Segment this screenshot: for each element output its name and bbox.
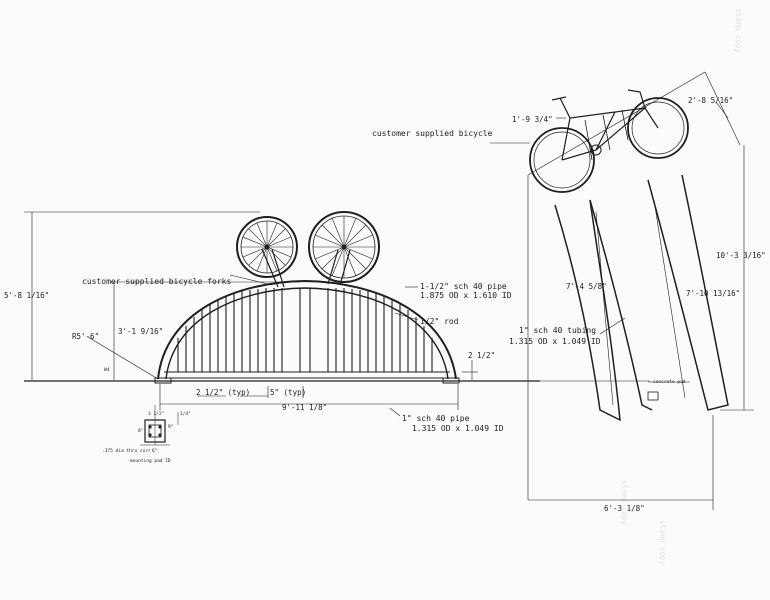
left-leg-dimension: 7'-4 5/8" xyxy=(566,282,607,291)
side-elevation-rack xyxy=(554,174,729,422)
concrete-pad-block xyxy=(647,391,659,401)
right-leg-dimension: 7'-10 13/16" xyxy=(686,289,740,298)
rise-dimension: 3'-1 9/16" xyxy=(118,327,163,336)
mounting-pad-note: mounting pad ID xyxy=(130,458,171,464)
mounting-pad-detail xyxy=(140,405,179,446)
radius-dimension: R5'-6" xyxy=(72,332,99,341)
pad-dim-b: 1/4" xyxy=(180,411,191,417)
base-width-dimension: 6'-3 1/8" xyxy=(604,504,645,513)
tall-total-dimension: 10'-3 3/16" xyxy=(716,251,766,260)
svg-text:stamp copy: stamp copy xyxy=(734,8,743,54)
arch-bike-rack xyxy=(154,279,460,384)
pad-dim-e: 6" xyxy=(152,448,157,454)
customer-bicycle xyxy=(529,89,689,193)
bike-top-dimension: 1'-9 3/4" xyxy=(512,115,553,124)
height-dimension: 5'-8 1/16" xyxy=(4,291,49,300)
bottom-pipe-label: 1" sch 40 pipe xyxy=(402,414,470,423)
rack-rods xyxy=(177,288,433,372)
spacing-b-dimension: 5" (typ) xyxy=(270,388,306,397)
bicycle-fork-wheels xyxy=(236,211,380,288)
side-dimension-lines xyxy=(490,71,754,510)
pad-dim-c: 9" xyxy=(168,424,173,430)
bicycle-label: customer supplied bicycle xyxy=(372,129,493,138)
base-length-dimension: 9'-11 1/8" xyxy=(282,403,327,412)
pad-dim-d: 8" xyxy=(138,428,143,434)
rod-label: 1/2" rod xyxy=(420,317,459,326)
tubing-label: 1" sch 40 tubing xyxy=(519,326,596,335)
top-pipe-spec: 1.875 OD x 1.610 ID xyxy=(420,291,512,300)
wall-tag: W4 xyxy=(104,367,110,373)
concrete-pad-label: concrete pad xyxy=(653,379,686,385)
bottom-pipe-spec: 1.315 OD x 1.049 ID xyxy=(412,424,504,433)
left-dimension-lines xyxy=(24,211,478,417)
forks-label: customer supplied bicycle forks xyxy=(82,277,231,286)
svg-text:stamp copy: stamp copy xyxy=(620,480,629,526)
svg-text:stamp copy: stamp copy xyxy=(658,520,667,566)
pad-dim-a: 3 1/2" xyxy=(148,411,164,417)
top-pipe-label: 1-1/2" sch 40 pipe xyxy=(420,282,507,291)
bike-width-dimension: 2'-8 5/16" xyxy=(688,96,733,105)
end-height-dimension: 2 1/2" xyxy=(468,351,495,360)
spacing-a-dimension: 2 1/2" (typ) xyxy=(196,388,250,397)
stamp-marks: stamp copy stamp copy stamp copy xyxy=(620,8,743,566)
hole-note: .375 dia thru corr xyxy=(102,448,151,454)
tubing-spec: 1.315 OD x 1.049 ID xyxy=(509,337,601,346)
